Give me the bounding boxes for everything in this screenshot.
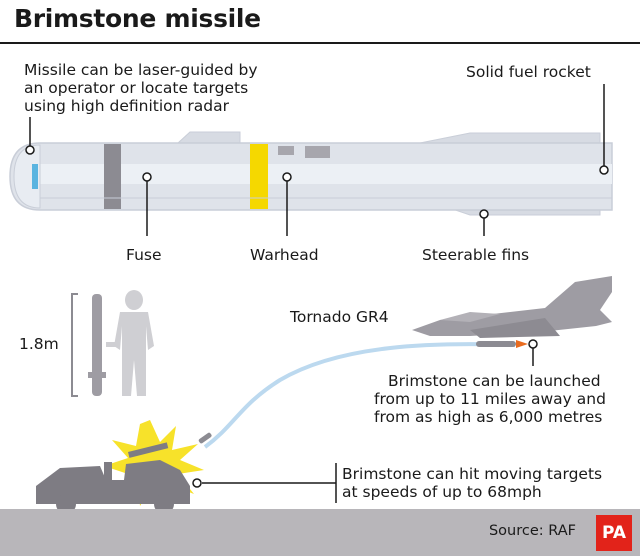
page-title: Brimstone missile	[14, 4, 261, 33]
fuse-marker	[142, 172, 152, 182]
fuse-label: Fuse	[126, 246, 162, 264]
scale-label: 1.8m	[19, 335, 59, 353]
guidance-label-3: using high definition radar	[24, 97, 229, 115]
seeker-icon	[32, 164, 38, 189]
aircraft-label: Tornado GR4	[290, 308, 389, 326]
guidance-label-1: Missile can be laser-guided by	[24, 61, 258, 79]
missile-highlight	[18, 164, 612, 184]
launch-marker	[528, 339, 538, 349]
fuse-band	[104, 144, 121, 209]
target-marker	[192, 478, 202, 488]
flight-path	[203, 342, 516, 449]
target-label-1: Brimstone can hit moving targets	[342, 465, 603, 483]
source-credit: Source: RAF	[488, 523, 576, 539]
missile-illustration	[9, 131, 613, 216]
launched-missile	[476, 340, 528, 348]
warhead-marker	[282, 172, 292, 182]
missile-panel	[278, 146, 294, 155]
seeker-marker	[25, 145, 35, 155]
pa-logo: PA	[596, 515, 632, 551]
soldier-silhouette-icon	[106, 290, 154, 396]
tornado-aircraft-icon	[412, 276, 612, 338]
missile-panel	[305, 146, 330, 158]
rocket-label: Solid fuel rocket	[466, 63, 591, 81]
launch-label-3: from as high as 6,000 metres	[374, 408, 603, 426]
fins-marker	[479, 209, 489, 219]
guidance-label-2: an operator or locate targets	[24, 79, 249, 97]
launch-label-1: Brimstone can be launched	[388, 372, 601, 390]
scale-comparison	[71, 290, 154, 397]
leader-lines	[25, 84, 609, 236]
ground-strip	[0, 509, 640, 556]
rocket-marker	[599, 165, 609, 175]
launch-label-2: from up to 11 miles away and	[374, 390, 606, 408]
warhead-label: Warhead	[250, 246, 319, 264]
incoming-missile	[198, 432, 212, 444]
target-label-2: at speeds of up to 68mph	[342, 483, 542, 501]
warhead-band	[250, 144, 268, 209]
title-divider	[0, 42, 640, 44]
scale-bracket	[71, 293, 78, 397]
fins-label: Steerable fins	[422, 246, 530, 264]
scale-missile-icon	[92, 294, 102, 396]
